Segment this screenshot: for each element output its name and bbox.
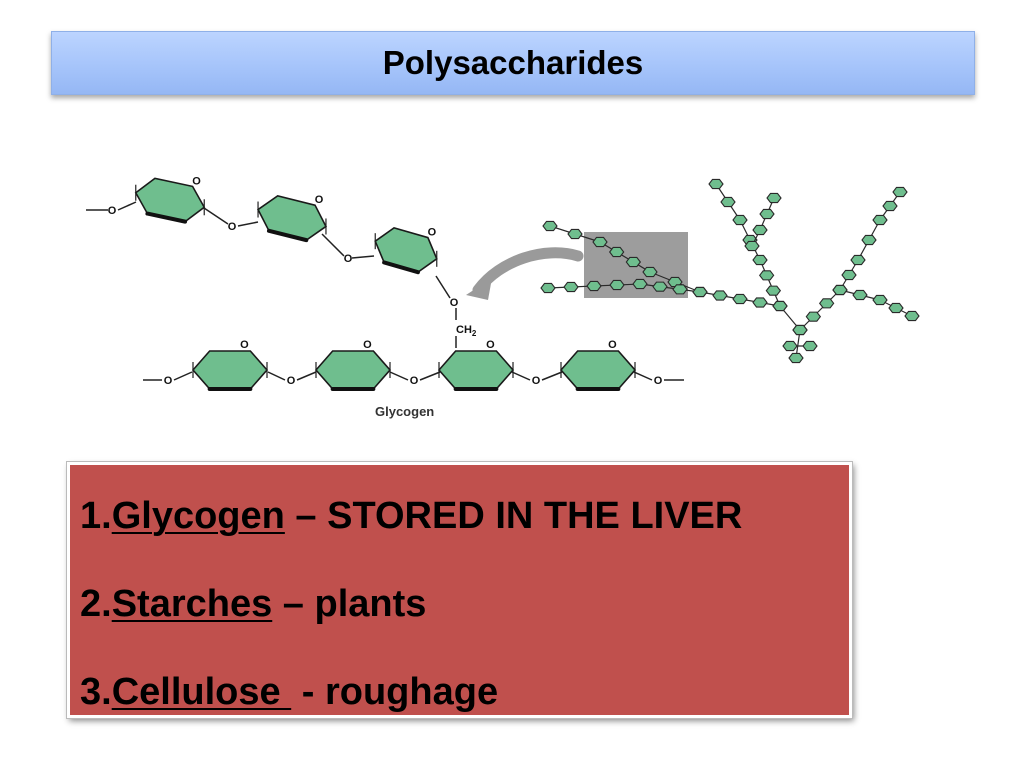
oxygen-atom-label: O xyxy=(240,339,249,351)
glucose-unit xyxy=(586,280,602,292)
glucose-unit xyxy=(872,294,888,306)
glucose-unit xyxy=(792,324,808,336)
glucose-unit xyxy=(542,220,558,232)
glucose-unit xyxy=(802,340,818,352)
glucose-ring xyxy=(134,177,206,224)
curved-arrow-icon xyxy=(472,247,584,296)
glucose-unit xyxy=(766,192,782,204)
oxygen-atom-label: O xyxy=(428,227,437,239)
oxygen-atom-label: O xyxy=(108,205,117,217)
glucose-unit xyxy=(609,279,625,291)
oxygen-atom-label: O xyxy=(192,175,201,187)
glucose-unit xyxy=(872,214,888,226)
oxygen-atom-label: O xyxy=(287,375,296,387)
polysaccharide-list: 1.Glycogen – STORED IN THE LIVER 2.Starc… xyxy=(67,462,852,718)
glucose-unit xyxy=(805,311,822,322)
glycogen-branch-diagram xyxy=(540,178,920,364)
oxygen-atom-label: O xyxy=(532,375,541,387)
glucose-unit xyxy=(850,254,866,266)
glucose-unit xyxy=(904,310,920,322)
glucose-unit xyxy=(642,266,658,278)
glucose-unit xyxy=(632,278,648,290)
glucose-unit xyxy=(720,196,736,208)
diagram-caption: Glycogen xyxy=(375,404,434,419)
ch2-label: CH2 xyxy=(456,324,477,338)
glucose-unit xyxy=(712,290,728,301)
list-item-cellulose: 3.Cellulose - roughage xyxy=(80,671,499,713)
glucose-ring xyxy=(374,226,438,275)
glucose-unit xyxy=(752,224,768,236)
glucose-ring xyxy=(559,350,637,391)
list-item-starches: 2.Starches – plants xyxy=(80,583,427,625)
glucose-unit xyxy=(692,286,708,298)
slide-title: Polysaccharides xyxy=(382,44,644,81)
glucose-unit xyxy=(732,293,748,305)
glucose-unit xyxy=(625,256,642,268)
list-item-glycogen: 1.Glycogen – STORED IN THE LIVER xyxy=(80,495,743,537)
oxygen-atom-label: O xyxy=(344,253,353,265)
oxygen-atom-label: O xyxy=(228,221,237,233)
glucose-unit xyxy=(782,340,798,352)
oxygen-atom-label: O xyxy=(486,339,495,351)
glucose-unit xyxy=(672,284,688,295)
oxygen-atom-label: O xyxy=(363,339,372,351)
glucose-unit xyxy=(592,236,608,248)
glucose-ring xyxy=(314,350,392,391)
upper-chain xyxy=(86,201,457,348)
glucose-unit xyxy=(772,300,788,312)
glucose-unit xyxy=(744,240,760,252)
glucose-unit xyxy=(832,284,848,296)
oxygen-atom-label: O xyxy=(608,339,617,351)
oxygen-atom-label: O xyxy=(164,375,173,387)
glucose-unit xyxy=(608,246,625,258)
glucose-unit xyxy=(708,178,724,190)
glucose-unit xyxy=(861,234,877,246)
glucose-ring xyxy=(257,195,327,243)
arrow-head-icon xyxy=(466,278,492,300)
glucose-unit xyxy=(567,228,583,240)
glucose-unit xyxy=(758,270,775,281)
glucose-unit xyxy=(765,285,782,296)
glucose-unit xyxy=(882,200,898,212)
glucose-unit xyxy=(888,302,904,314)
glucose-unit xyxy=(540,282,556,294)
oxygen-atom-label: O xyxy=(654,375,663,387)
glucose-unit xyxy=(759,208,775,220)
oxygen-atom-label: O xyxy=(450,297,459,309)
glucose-unit xyxy=(752,254,768,266)
glucose-unit xyxy=(892,186,908,198)
glucose-ring xyxy=(437,350,515,391)
slide-title-bar: Polysaccharides xyxy=(51,31,975,95)
glucose-unit xyxy=(563,281,579,293)
glycogen-structure-diagram: O O O O O O O O O O O O O O O O CH2 Glycogen xyxy=(86,175,920,419)
lower-chain xyxy=(143,371,684,381)
glucose-unit xyxy=(732,214,748,226)
glucose-unit xyxy=(752,297,768,308)
oxygen-atom-label: O xyxy=(315,194,324,206)
oxygen-atom-label: O xyxy=(410,375,419,387)
glucose-unit xyxy=(818,298,835,309)
glucose-ring xyxy=(191,350,269,391)
glucose-unit xyxy=(852,289,868,301)
glucose-unit xyxy=(841,269,857,281)
glucose-unit xyxy=(652,281,668,292)
glucose-unit xyxy=(788,352,804,364)
